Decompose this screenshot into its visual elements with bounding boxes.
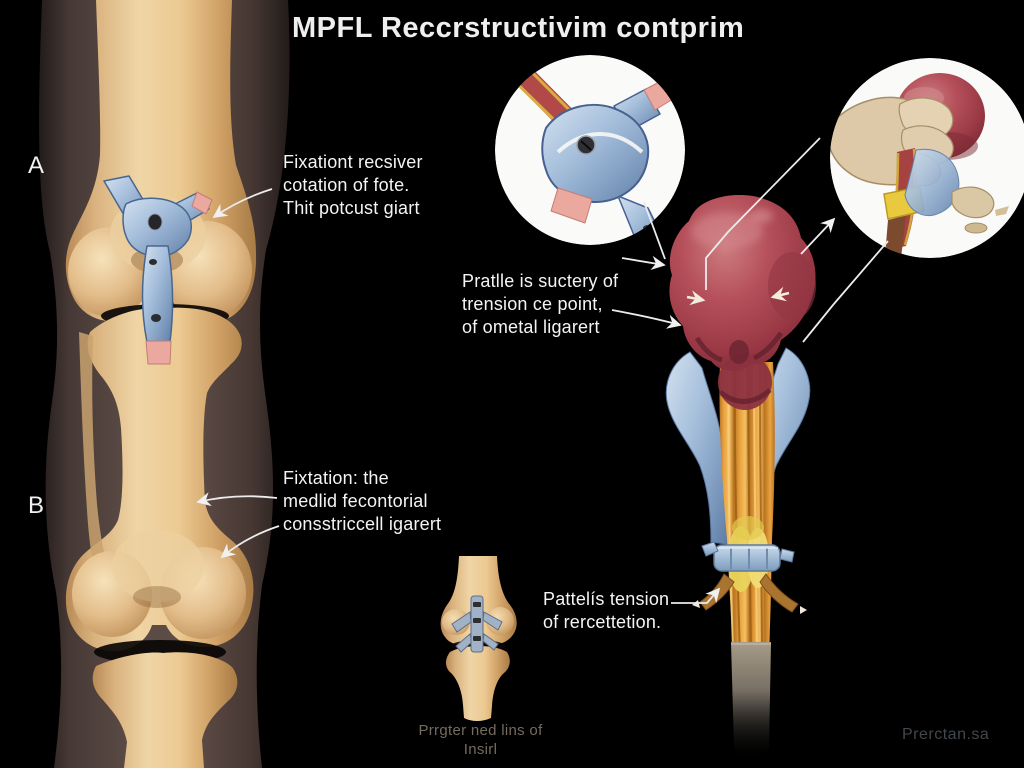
annotation-line: cotation of fote. — [283, 175, 410, 195]
leg-illustration — [39, 0, 290, 768]
panel-label-b: B — [28, 492, 45, 519]
blue-tissue — [904, 148, 960, 217]
arrow-medial-2 — [220, 525, 280, 559]
graft-tip-pink — [191, 191, 213, 215]
annotation-line: medlid fecontorial — [283, 491, 428, 511]
page-title: MPFL Reccrstructivim contprim — [292, 12, 745, 44]
line-inset2-wing — [802, 240, 889, 343]
annotation-line: Fixationt recsiver — [283, 152, 423, 172]
annotation-line: of ometal ligarert — [462, 317, 600, 337]
annotation-line: Pattelís tension — [543, 589, 670, 609]
line-inset2-patella — [705, 137, 821, 290]
callout-arrows — [196, 137, 889, 604]
mini-implant — [451, 595, 503, 653]
annotation-femoral-fixation: Fixationt recsiver cotation of fote. Thi… — [283, 151, 423, 220]
trochlea-b-highlight — [112, 530, 204, 602]
arrow-tension-band — [671, 587, 721, 604]
anchor-implant — [541, 79, 674, 245]
panel-label-a: A — [28, 152, 45, 179]
patella-marker-arrow — [686, 290, 706, 306]
inset-femoral-fixation — [495, 55, 685, 245]
arrow-suture-2 — [611, 309, 682, 329]
mpfl-implant-a — [103, 175, 213, 365]
watermark: Prerctan.sa — [902, 726, 990, 743]
patella-graft-illustration — [665, 194, 816, 768]
annotation-line: Thit potcust giart — [283, 198, 420, 218]
arrow-to-inset2 — [800, 217, 836, 255]
fibula-bone — [79, 332, 112, 586]
annotation-line: consstriccell igarert — [283, 514, 442, 534]
arrow-medial-1 — [196, 492, 278, 507]
bone-fragment — [951, 186, 995, 219]
line-inset1-patella — [643, 201, 666, 260]
annotation-medial-fixation: Fixtation: the medlid fecontorial consst… — [283, 467, 441, 536]
footer-caption: Prrgter ned lins of Insirl — [393, 721, 568, 759]
annotation-patella-tension: Pattelís tension of rercettetion. — [543, 588, 669, 634]
footer-caption-line: Insirl — [463, 741, 498, 758]
annotation-line: of rercettetion. — [543, 612, 662, 632]
medial-wing-left — [665, 351, 728, 545]
arrow-femoral-fixation — [212, 188, 273, 219]
mini-knee-illustration — [440, 556, 517, 721]
patella-marker-arrow — [770, 286, 790, 302]
inset-patella-hand — [830, 58, 1024, 258]
tension-band — [713, 544, 781, 572]
lower-leg-bone — [92, 652, 238, 768]
footer-caption-line: Prrgter ned lins of — [418, 722, 543, 739]
annotation-line: Fixtation: the — [283, 468, 389, 488]
arrow-suture-1 — [621, 255, 666, 271]
strand-right — [759, 573, 799, 613]
annotation-line: trension ce point, — [462, 294, 603, 314]
bone-block-pink — [550, 187, 593, 224]
trochlea-b-notch — [133, 586, 181, 608]
fixation-screw — [147, 213, 163, 231]
annotation-line: Pratlle is suctery of — [462, 271, 619, 291]
annotation-patella-suture: Pratlle is suctery of trension ce point,… — [462, 270, 618, 339]
graft-tip-pink — [145, 340, 172, 365]
